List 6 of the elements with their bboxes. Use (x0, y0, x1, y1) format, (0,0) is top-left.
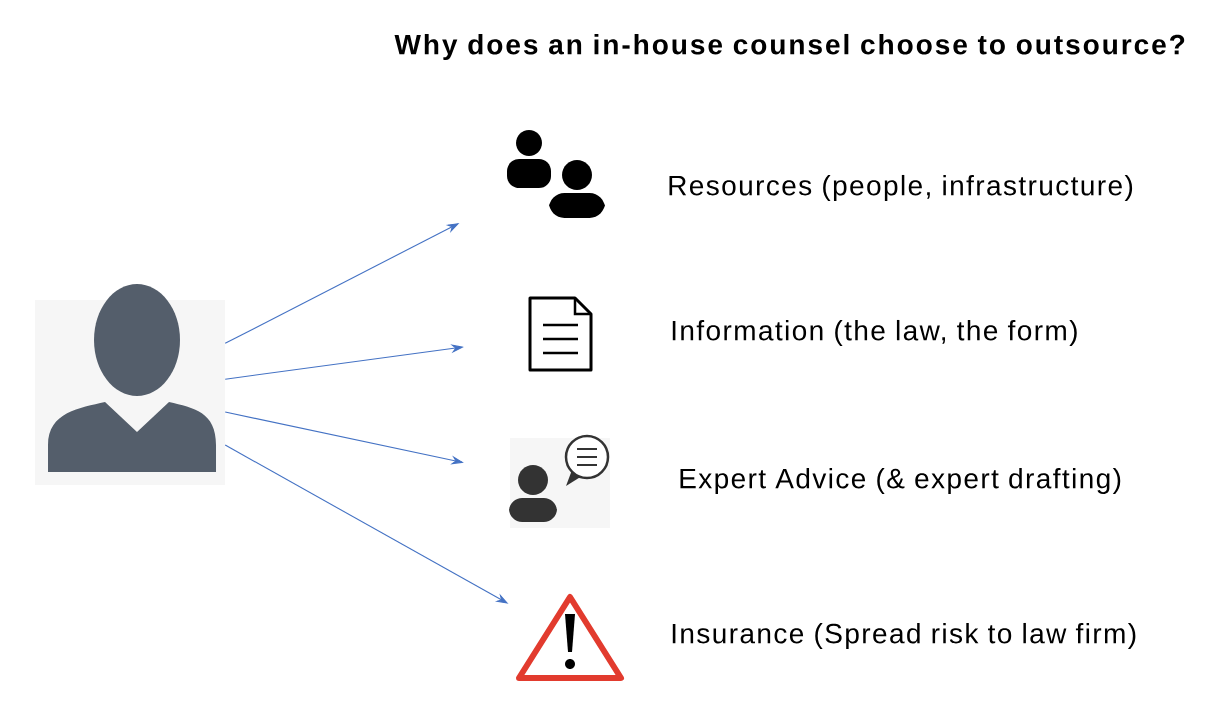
item-label: Expert Advice (& expert drafting) (680, 467, 1121, 495)
person-drawing (35, 284, 225, 485)
item-label: Resources (people, infrastructure) (669, 174, 1133, 202)
item-label: Insurance (Spread risk to law firm) (672, 622, 1136, 650)
title: Why does an in-house counsel choose to outsource? (394, 33, 1185, 61)
item-label: Information (the law, the form) (672, 319, 1077, 347)
